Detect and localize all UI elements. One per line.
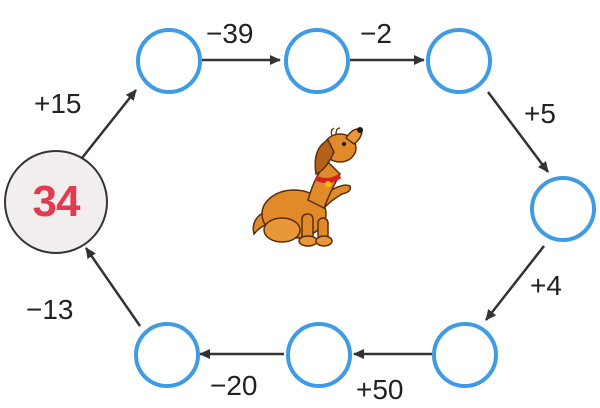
op-label-minus-2: −2	[360, 18, 392, 49]
answer-circle-1[interactable]	[136, 28, 202, 94]
op-label-plus-5: +5	[524, 98, 556, 129]
op-label-minus-13: −13	[26, 294, 74, 325]
answer-circle-7[interactable]	[134, 322, 200, 388]
arrow-bottom-left-to-start	[84, 247, 142, 327]
answer-circle-6[interactable]	[286, 322, 352, 388]
op-label-minus-39: −39	[206, 18, 254, 49]
arrow-right-to-bottom-right	[485, 245, 545, 321]
start-circle: 34	[4, 150, 108, 254]
answer-circle-4[interactable]	[530, 176, 596, 242]
op-label-plus-15: +15	[34, 88, 82, 119]
dog-icon	[252, 127, 363, 247]
arrow-top-right-to-right	[487, 91, 549, 173]
op-label-plus-50: +50	[356, 374, 404, 405]
answer-circle-3[interactable]	[426, 28, 492, 94]
arrow-start-to-top-left	[81, 89, 137, 159]
op-label-minus-20: −20	[210, 370, 258, 401]
answer-circle-2[interactable]	[284, 28, 350, 94]
answer-circle-5[interactable]	[432, 322, 498, 388]
start-number: 34	[32, 177, 81, 226]
op-label-plus-4: +4	[530, 270, 562, 301]
